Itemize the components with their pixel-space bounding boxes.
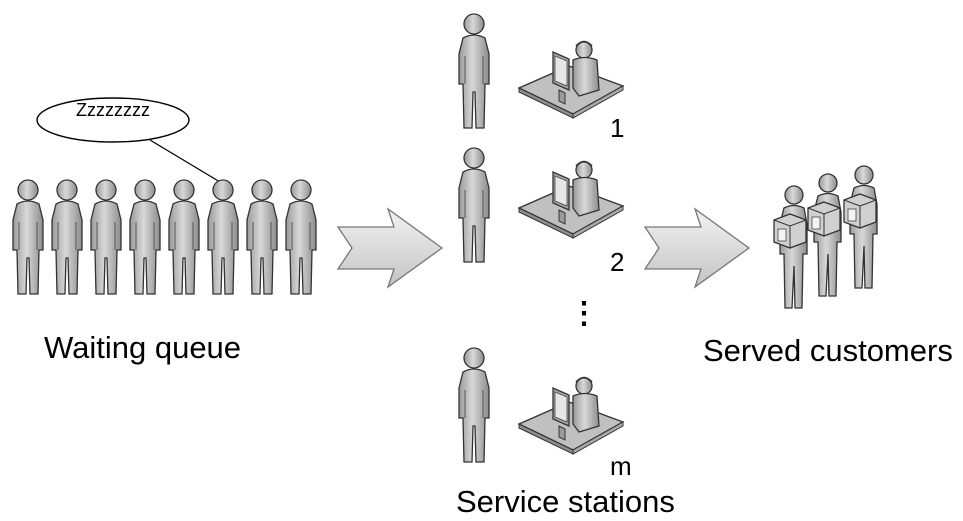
speech-bubble: [36, 97, 221, 183]
customer-icon: [773, 185, 808, 309]
speech-bubble-pointer: [149, 139, 221, 183]
person-icon: [458, 347, 490, 463]
customer-icon: [843, 165, 878, 289]
station-number-1: 1: [610, 113, 625, 143]
call-center-agent-icon: [518, 40, 624, 119]
service-station-2: [458, 147, 624, 263]
station-number-m: m: [610, 451, 632, 481]
waiting-queue-people: [12, 179, 317, 295]
arrow-right-icon: [337, 208, 443, 288]
speech-bubble-text: Zzzzzzzz: [76, 100, 150, 120]
station-number-2: 2: [610, 247, 625, 277]
person-icon: [51, 179, 83, 295]
call-center-agent-icon: [518, 376, 624, 455]
person-icon: [458, 147, 490, 263]
call-center-agent-icon: [518, 160, 624, 239]
customer-icon: [807, 173, 842, 297]
served-customers-label: Served customers: [703, 333, 953, 368]
waiting-queue-label: Waiting queue: [44, 330, 242, 365]
person-icon: [168, 179, 200, 295]
service-stations-label: Service stations: [456, 484, 675, 519]
service-station-m: [458, 347, 624, 463]
person-icon: [458, 13, 490, 129]
person-icon: [285, 179, 317, 295]
ellipsis: ⋮: [569, 297, 599, 330]
person-icon: [207, 179, 239, 295]
arrow-right-icon: [644, 208, 750, 288]
person-icon: [246, 179, 278, 295]
person-icon: [12, 179, 44, 295]
customers-with-boxes-icon: [773, 165, 878, 309]
speech-bubble-icon: [36, 97, 190, 143]
person-icon: [90, 179, 122, 295]
person-icon: [129, 179, 161, 295]
service-station-1: [458, 13, 624, 129]
